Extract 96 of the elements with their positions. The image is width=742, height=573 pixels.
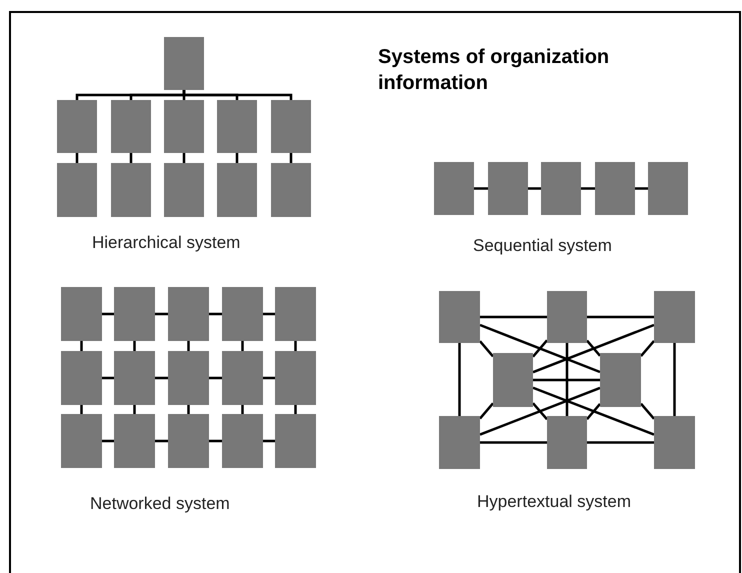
square-box xyxy=(168,287,209,341)
connector-line xyxy=(640,340,655,357)
square-box xyxy=(168,351,209,405)
connector-line xyxy=(640,402,655,420)
connector-line xyxy=(102,440,114,442)
square-box xyxy=(547,416,587,469)
connector-line xyxy=(263,376,275,380)
square-box xyxy=(61,351,102,405)
connector-line xyxy=(155,440,168,442)
connector-line xyxy=(294,405,297,414)
connector-line xyxy=(290,153,292,163)
system-label: Networked system xyxy=(90,494,230,514)
square-box xyxy=(439,416,480,469)
connector-line xyxy=(528,187,541,190)
square-box xyxy=(114,414,155,468)
connector-line xyxy=(480,324,600,374)
connector-line xyxy=(532,386,654,436)
connector-line xyxy=(566,343,568,416)
connector-line xyxy=(263,312,275,316)
square-box xyxy=(275,287,316,341)
connector-line xyxy=(474,187,488,190)
connector-line xyxy=(586,403,601,420)
connector-line xyxy=(155,376,168,380)
connector-line xyxy=(479,402,494,420)
connector-line xyxy=(80,405,83,414)
square-box xyxy=(61,287,102,341)
square-box xyxy=(222,287,263,341)
square-box xyxy=(439,291,480,343)
connector-line xyxy=(532,340,548,358)
square-box xyxy=(600,353,641,407)
square-box xyxy=(114,287,155,341)
connector-line xyxy=(294,341,297,351)
connector-line xyxy=(155,312,168,316)
connector-line xyxy=(102,312,114,316)
connector-line xyxy=(209,440,222,442)
connector-line xyxy=(241,341,244,351)
square-box xyxy=(61,414,102,468)
square-box xyxy=(595,162,635,215)
square-box xyxy=(547,291,587,343)
square-box xyxy=(164,163,204,217)
connector-line xyxy=(236,153,238,163)
connector-line xyxy=(241,405,244,414)
square-box xyxy=(271,100,311,153)
connector-line xyxy=(187,341,190,351)
connector-line xyxy=(102,376,114,380)
connector-line xyxy=(480,316,547,318)
connector-line xyxy=(133,405,136,414)
connector-line xyxy=(533,378,600,382)
connector-line xyxy=(480,386,600,436)
square-box xyxy=(164,100,204,153)
connector-line xyxy=(635,187,648,190)
connector-line xyxy=(182,153,186,163)
connector-line xyxy=(76,153,78,163)
connector-line xyxy=(458,343,461,416)
square-box xyxy=(114,351,155,405)
square-box xyxy=(654,291,695,343)
connector-line xyxy=(80,341,83,351)
connector-line xyxy=(587,316,654,318)
system-label: Sequential system xyxy=(473,236,612,256)
connector-line xyxy=(532,402,548,420)
square-box xyxy=(275,414,316,468)
square-box xyxy=(488,162,528,215)
connector-line xyxy=(182,90,292,100)
square-box xyxy=(434,162,474,215)
connector-line xyxy=(209,312,222,316)
connector-line xyxy=(130,153,132,163)
square-box xyxy=(57,163,97,217)
diagram-title: Systems of organization information xyxy=(378,45,610,96)
square-box xyxy=(648,162,688,215)
connector-line xyxy=(479,340,494,358)
connector-line xyxy=(673,343,676,416)
square-box xyxy=(111,163,151,217)
square-box xyxy=(654,416,695,469)
square-box xyxy=(217,100,257,153)
square-box xyxy=(164,37,204,90)
connector-line xyxy=(133,341,136,351)
square-box xyxy=(271,163,311,217)
square-box xyxy=(57,100,97,153)
square-box xyxy=(111,100,151,153)
connector-line xyxy=(263,440,275,442)
connector-line xyxy=(187,405,190,414)
square-box xyxy=(222,351,263,405)
connector-line xyxy=(586,340,601,357)
connector-line xyxy=(532,324,654,374)
square-box xyxy=(217,163,257,217)
system-label: Hierarchical system xyxy=(92,233,240,253)
system-label: Hypertextual system xyxy=(477,492,631,512)
connector-line xyxy=(587,441,654,444)
square-box xyxy=(168,414,209,468)
square-box xyxy=(222,414,263,468)
square-box xyxy=(493,353,533,407)
connector-line xyxy=(581,187,595,190)
square-box xyxy=(541,162,581,215)
connector-line xyxy=(209,376,222,380)
square-box xyxy=(275,351,316,405)
connector-line xyxy=(480,441,547,444)
